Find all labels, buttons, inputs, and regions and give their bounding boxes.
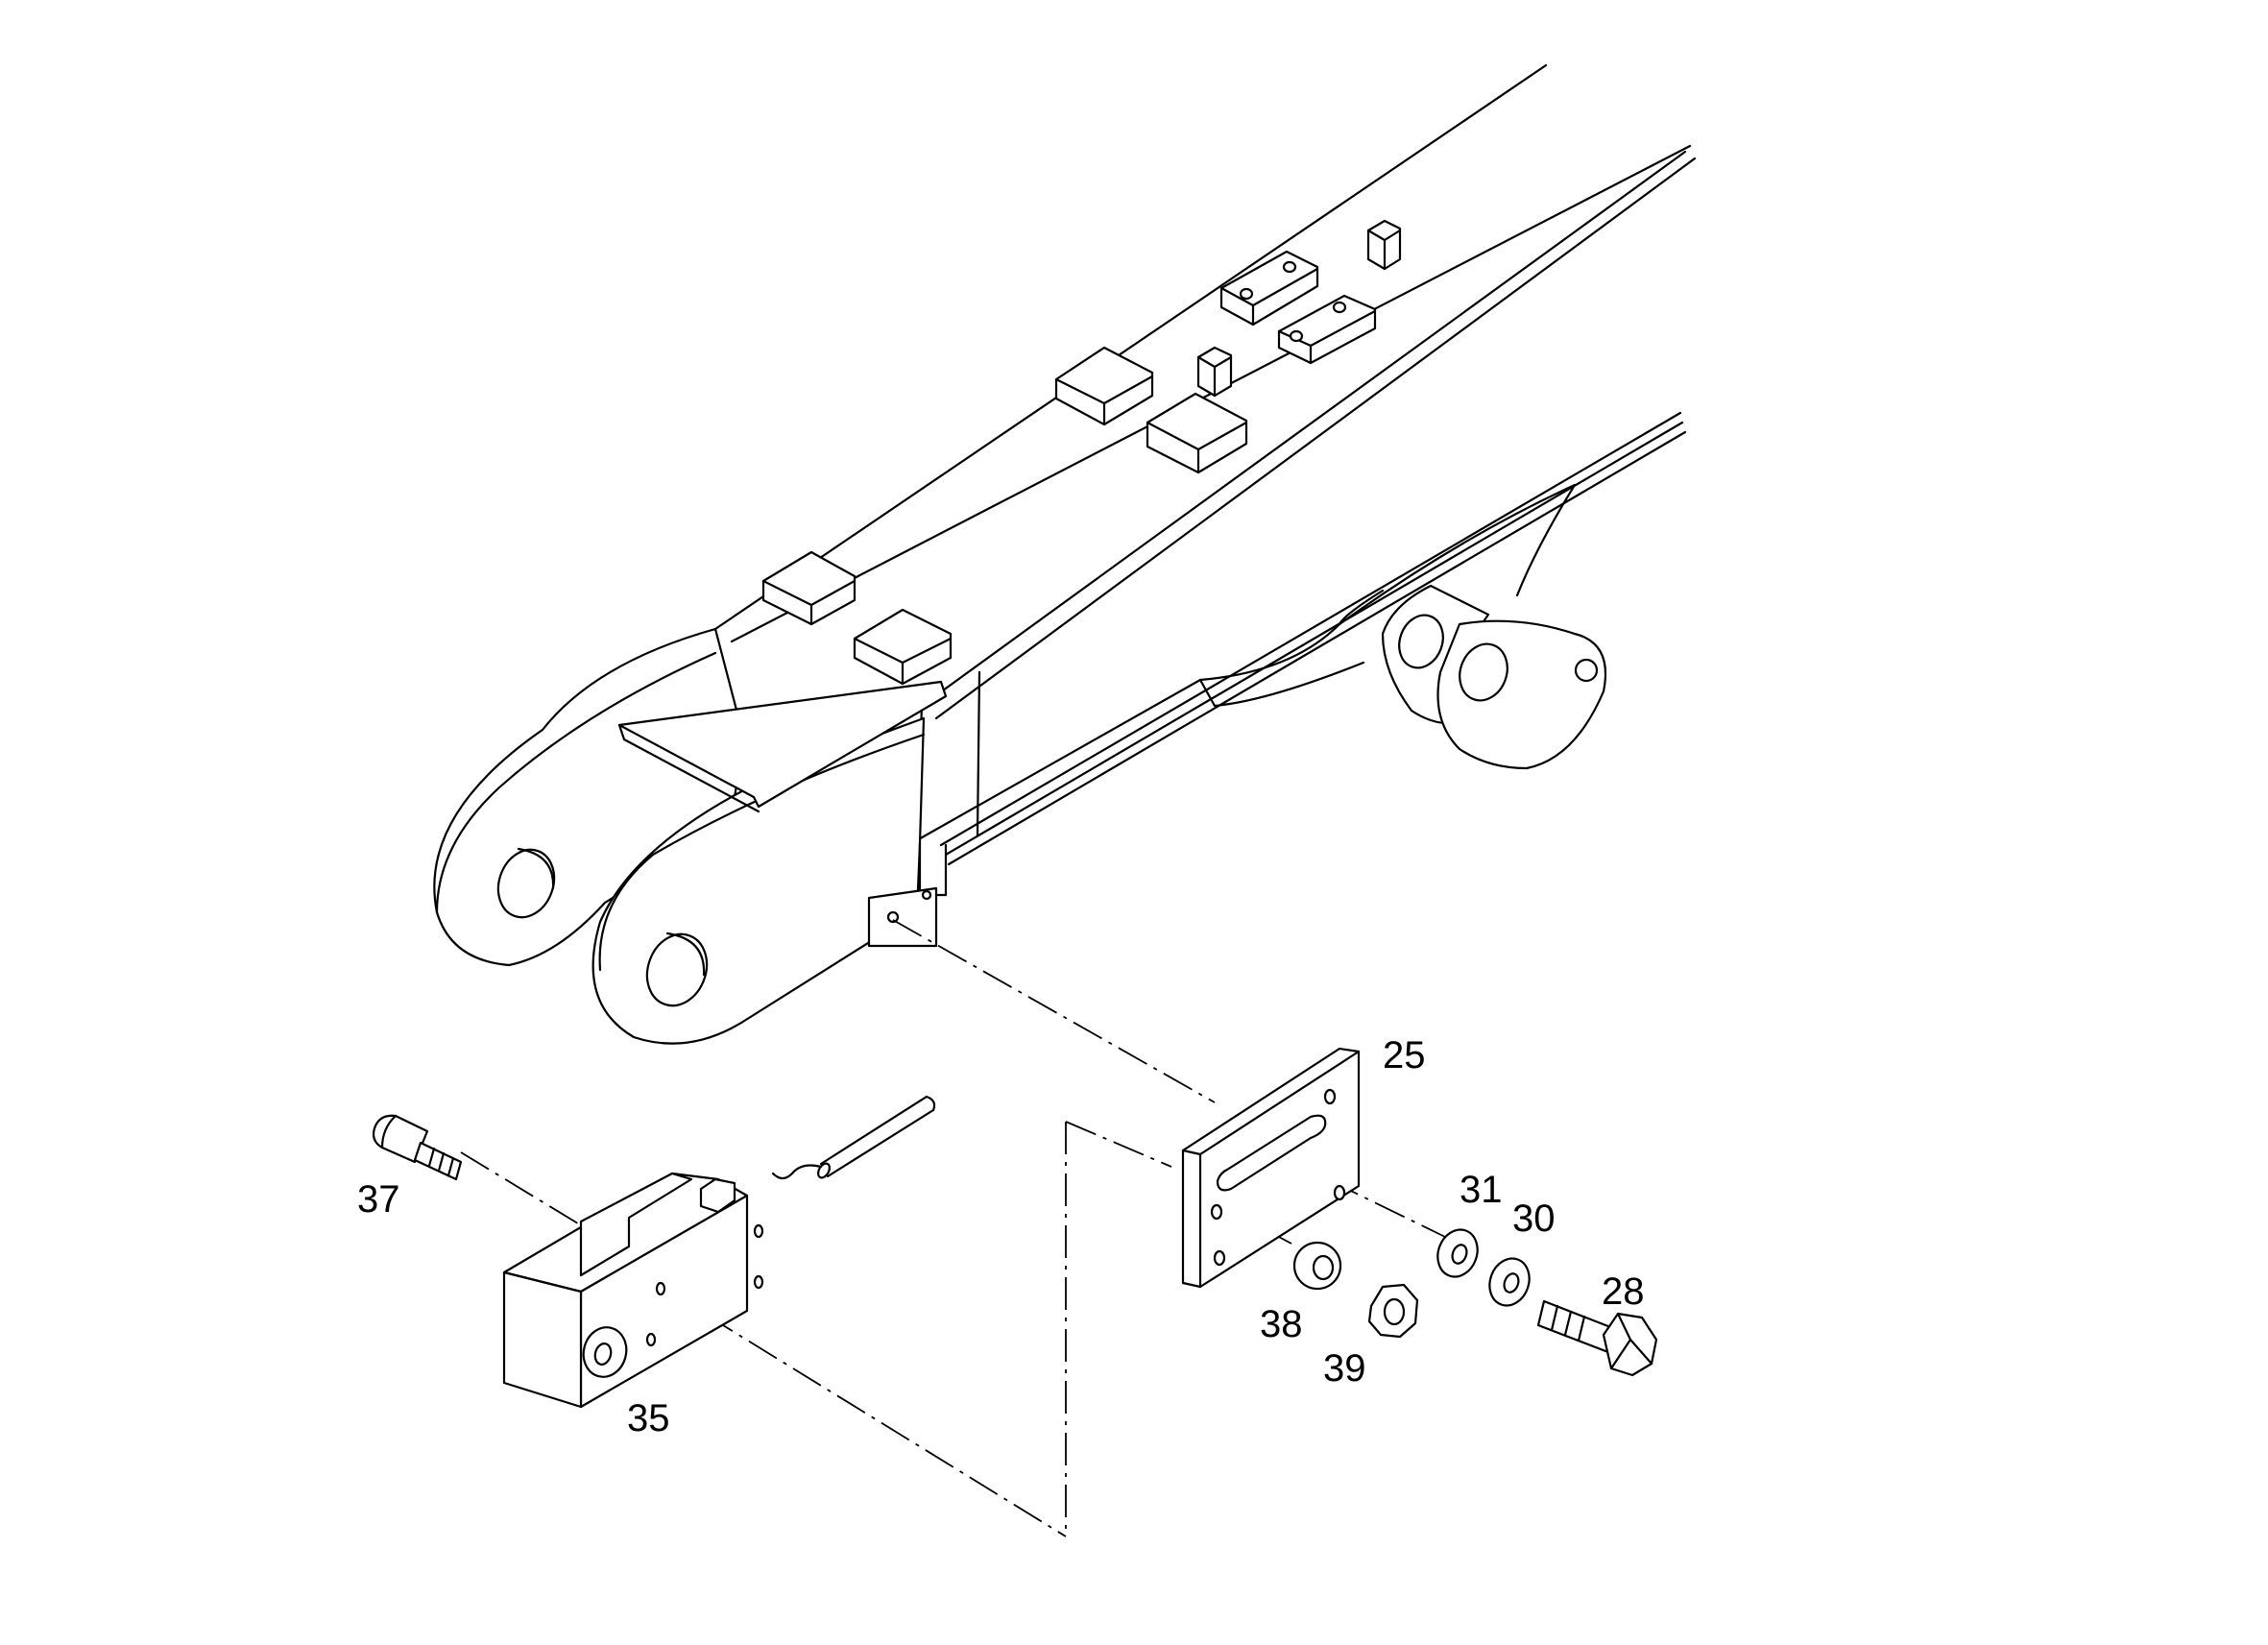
part-31-washer — [1436, 1228, 1479, 1278]
part-callouts: 25 31 30 28 37 38 39 35 — [357, 1034, 1645, 1439]
sensor-cable — [771, 1095, 936, 1180]
callout-38: 38 — [1260, 1303, 1303, 1345]
callout-25: 25 — [1383, 1034, 1426, 1077]
callout-31: 31 — [1460, 1169, 1503, 1211]
callout-39: 39 — [1323, 1347, 1366, 1390]
wear-pad-group-middle — [1054, 346, 1248, 474]
wear-pad-group-front — [761, 550, 953, 686]
part-25-mounting-plate — [1181, 1047, 1361, 1289]
mounting-brackets-top — [1196, 219, 1402, 398]
part-35-sensor-block — [502, 1172, 764, 1409]
part-28-hex-bolt — [1536, 1299, 1658, 1377]
part-39-hex-nut — [1367, 1283, 1419, 1339]
callout-35: 35 — [627, 1397, 670, 1439]
callout-37: 37 — [357, 1178, 400, 1221]
part-38-washer — [1292, 1241, 1342, 1291]
part-30-washer — [1488, 1257, 1531, 1307]
callout-30: 30 — [1512, 1197, 1556, 1240]
boom-arm — [433, 63, 1697, 1045]
callout-28: 28 — [1602, 1270, 1645, 1313]
part-37-cap-screw — [372, 1114, 463, 1181]
